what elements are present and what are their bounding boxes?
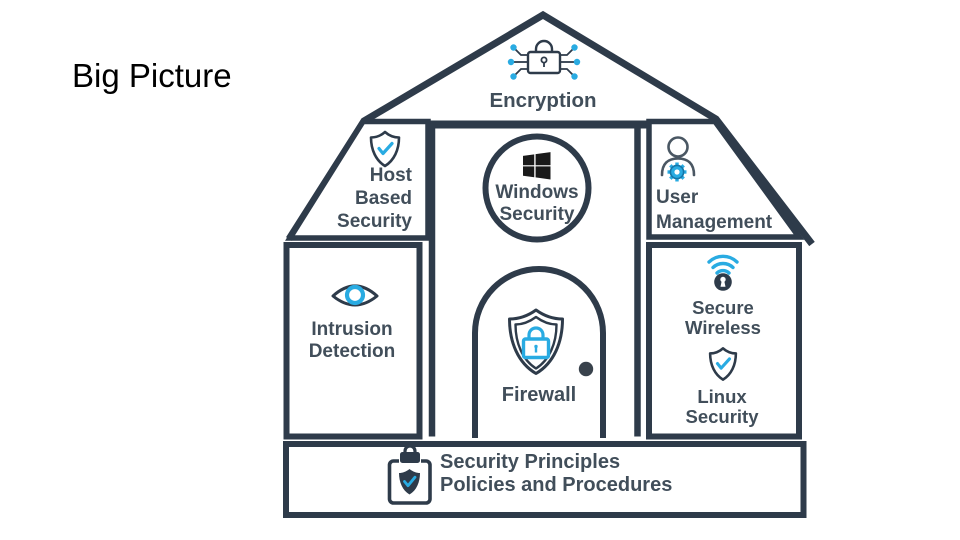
door-knob [578, 361, 594, 377]
intrusion-line-2: Detection [308, 340, 396, 362]
linux-line-2: Security [685, 405, 759, 427]
firewall-label-text: Firewall [501, 384, 577, 406]
firewall-label: Firewall [479, 384, 599, 407]
shield-check-icon [708, 347, 738, 381]
user-management-label: User Management [656, 185, 804, 235]
wireless-line-2: Wireless [685, 316, 761, 338]
encryption-label-text: Encryption [489, 89, 597, 112]
intrusion-panel [283, 242, 423, 440]
windows-line-2: Security [499, 204, 575, 225]
host-line-2: Based [354, 188, 412, 209]
linux-security-label: Linux Security [662, 387, 782, 426]
secure-wireless-label: Secure Wireless [663, 298, 783, 337]
clipboard-shield-icon [387, 444, 432, 505]
intrusion-detection-label: Intrusion Detection [292, 319, 412, 362]
foundation-line-1: Security Principles [440, 451, 621, 473]
host-based-security-label: Host Based Security [310, 164, 412, 233]
windows-circle [482, 133, 592, 243]
linux-line-1: Linux [697, 386, 747, 407]
windows-security-label: Windows Security [477, 182, 597, 226]
wifi-lock-icon [707, 254, 739, 291]
circuit-lock-icon [507, 39, 581, 80]
user-line-1: User [656, 187, 699, 208]
user-line-2: Management [656, 212, 773, 233]
host-line-1: Host [369, 165, 412, 186]
shield-check-icon [369, 130, 401, 168]
shield-lock-icon [508, 308, 564, 375]
windows-line-1: Windows [495, 182, 579, 203]
slide-title: Big Picture [72, 57, 232, 94]
user-gear-icon [660, 136, 696, 182]
wireless-line-1: Secure [692, 297, 754, 318]
host-line-3: Security [337, 211, 412, 232]
house-structure [283, 10, 815, 518]
foundation-panel [283, 441, 807, 518]
door-outline [472, 266, 606, 438]
windows-logo-icon [523, 152, 551, 180]
intrusion-line-1: Intrusion [311, 319, 393, 340]
foundation-label: Security Principles Policies and Procedu… [440, 451, 672, 496]
eye-icon [331, 284, 379, 307]
encryption-label: Encryption [433, 89, 653, 113]
foundation-line-2: Policies and Procedures [440, 473, 673, 496]
